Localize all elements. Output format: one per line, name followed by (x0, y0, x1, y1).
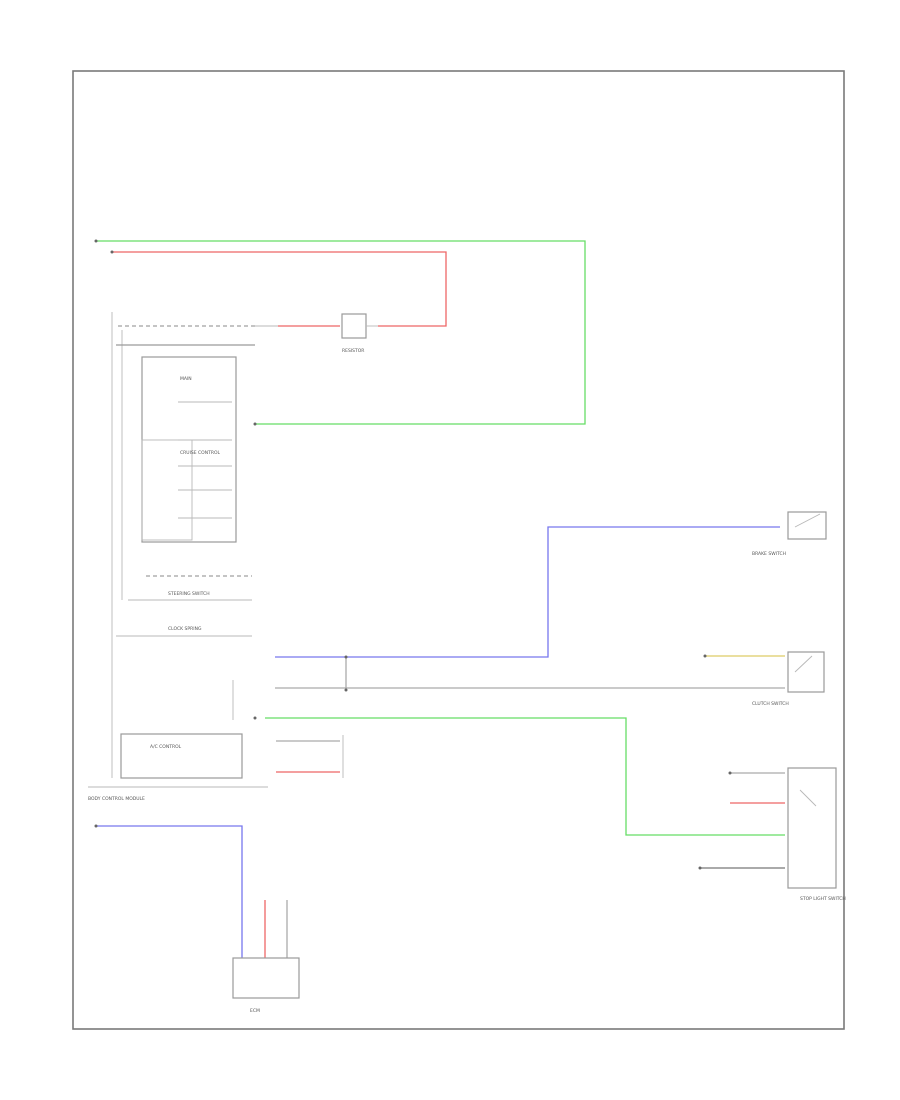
diagram-frame (72, 70, 845, 1030)
right-switch-top (787, 511, 827, 540)
steering-switch-box (141, 356, 237, 543)
wire-red-top (112, 251, 447, 327)
node-6 (94, 824, 98, 828)
resistor-box (341, 313, 367, 339)
node-1 (94, 239, 98, 243)
node-10 (698, 866, 702, 870)
label-brake-switch: BRAKE SWITCH (752, 551, 786, 557)
label-main-switch: MAIN (180, 376, 192, 382)
ac-control-box (120, 733, 243, 779)
wire-blue-middle (275, 526, 780, 658)
node-9 (728, 771, 732, 775)
label-steering-switch: STEERING SWITCH (168, 591, 210, 597)
node-5 (344, 688, 348, 692)
label-ecm: ECM (250, 1008, 260, 1014)
ecm-box (232, 957, 300, 999)
wire-green-top (96, 240, 586, 425)
node-3 (253, 422, 257, 426)
node-8 (703, 654, 707, 658)
stoplight-switch-box (787, 767, 837, 889)
stoplight-contact (799, 789, 817, 807)
label-resistor: RESISTOR (342, 348, 364, 354)
node-2 (110, 250, 114, 254)
wire-green-middle (265, 717, 785, 836)
label-stoplight: STOP LIGHT SWITCH (800, 896, 846, 902)
label-clock-spring: CLOCK SPRING (168, 626, 202, 632)
label-clutch-switch: CLUTCH SWITCH (752, 701, 789, 707)
right-switch-middle (787, 651, 825, 693)
right-switch-middle-contact (794, 655, 813, 673)
label-cruise-switch: CRUISE CONTROL (180, 450, 220, 456)
node-4 (344, 655, 348, 659)
label-module: BODY CONTROL MODULE (88, 796, 145, 802)
label-hvac: A/C CONTROL (150, 744, 182, 750)
right-switch-top-contact (794, 513, 821, 528)
node-7 (253, 716, 257, 720)
wire-blue-bottom (96, 825, 243, 958)
